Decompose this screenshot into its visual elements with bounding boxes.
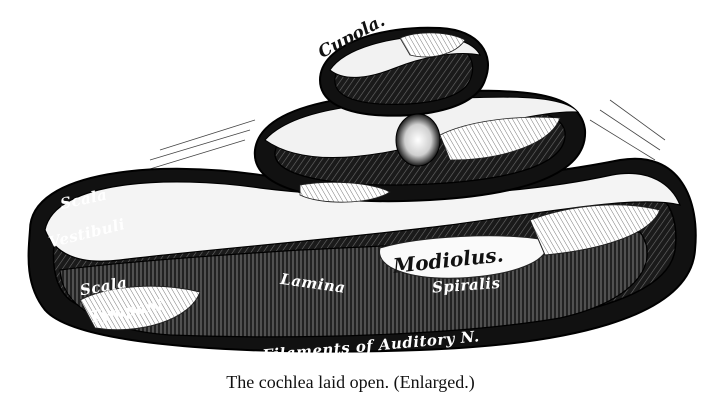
modiolus-core [396, 114, 440, 166]
figure-caption: The cochlea laid open. (Enlarged.) [0, 372, 701, 393]
cochlea-drawing: Cupola. Scala Vestibuli Scala Tympani Mo… [0, 0, 701, 370]
